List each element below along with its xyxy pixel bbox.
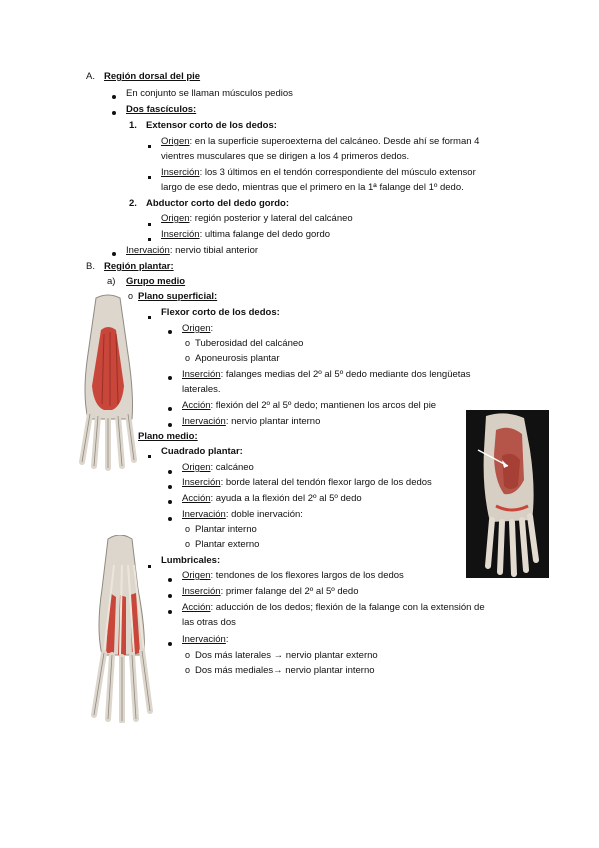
circle-bullet: o xyxy=(185,353,191,363)
bullet xyxy=(148,233,151,245)
lu-inervacion-item-1: Dos más laterales → nervio plantar exter… xyxy=(195,650,378,661)
cp-insercion: Inserción: borde lateral del tendón flex… xyxy=(182,477,432,488)
fc-accion: Acción: flexión del 2º al 5º dedo; manti… xyxy=(182,400,437,411)
plano-superficial-title: Plano superficial: xyxy=(138,291,218,302)
cp-inervacion-item-2: Plantar externo xyxy=(195,539,260,550)
bullet xyxy=(168,403,172,415)
circle-bullet: o xyxy=(185,539,191,549)
bullet xyxy=(112,248,116,260)
m1-insercion-line1: Inserción: los 3 últimos en el tendón co… xyxy=(161,167,476,178)
dorsal-intro: En conjunto se llaman músculos pedios xyxy=(126,88,293,99)
bullet xyxy=(168,496,172,508)
m1-origen-line1: Origen: en la superficie superoexterna d… xyxy=(161,136,480,147)
plano-medio-title: Plano medio: xyxy=(138,431,198,442)
section-b-title: Región plantar: xyxy=(104,261,174,272)
circle-bullet: o xyxy=(185,665,191,675)
bullet xyxy=(148,140,151,152)
m1-origen-line2: vientres musculares que se dirigen a los… xyxy=(161,151,410,162)
section-b-label: B. xyxy=(86,261,95,272)
grupo-medio: Grupo medio xyxy=(126,276,186,287)
muscle-1-number: 1. xyxy=(129,120,137,131)
circle-bullet: o xyxy=(185,524,191,534)
dorsal-fasciculos: Dos fascículos: xyxy=(126,104,197,115)
lu-inervacion: Inervación: xyxy=(182,634,229,645)
lumbricals-illustration xyxy=(84,535,160,723)
lu-accion-line2: las otras dos xyxy=(182,617,236,628)
bullet xyxy=(168,372,172,384)
section-a-title: Región dorsal del pie xyxy=(104,71,201,82)
bullet xyxy=(168,419,172,431)
dorsal-inervacion: Inervación: nervio tibial anterior xyxy=(126,245,259,256)
m1-insercion-line2: largo de ese dedo, mientras que el prime… xyxy=(161,182,464,193)
quadratus-plantae-photo xyxy=(466,410,549,578)
fc-inervacion: Inervación: nervio plantar interno xyxy=(182,416,321,427)
fc-origen: Origen: xyxy=(182,323,214,334)
bullet xyxy=(168,466,172,478)
cuadrado-plantar-name: Cuadrado plantar: xyxy=(161,446,243,457)
lu-origen: Origen: tendones de los flexores largos … xyxy=(182,570,404,581)
bullet xyxy=(168,326,172,338)
bullet xyxy=(168,574,172,586)
fc-insercion-line2: laterales. xyxy=(182,384,221,395)
cp-inervacion-item-1: Plantar interno xyxy=(195,524,257,535)
bullet xyxy=(148,450,151,462)
muscle-1-name: Extensor corto de los dedos: xyxy=(146,120,277,131)
bullet xyxy=(112,107,116,119)
section-a-label: A. xyxy=(86,71,95,82)
cp-accion: Acción: ayuda a la flexión del 2º al 5º … xyxy=(182,493,362,504)
circle-bullet: o xyxy=(185,338,191,348)
lu-inervacion-item-2: Dos más mediales→ nervio plantar interno xyxy=(195,665,375,676)
cp-inervacion: Inervación: doble inervación: xyxy=(182,509,303,520)
bullet xyxy=(148,560,151,572)
circle-bullet: o xyxy=(128,291,134,301)
bullet xyxy=(168,590,172,602)
cp-origen: Origen: calcáneo xyxy=(182,462,254,473)
lu-accion-line1: Acción: aducción de los dedos; flexión d… xyxy=(182,602,485,613)
bullet xyxy=(168,606,172,618)
muscle-2-name: Abductor corto del dedo gordo: xyxy=(146,198,290,209)
m2-insercion: Inserción: ultima falange del dedo gordo xyxy=(161,229,331,240)
bullet xyxy=(112,91,116,103)
flexor-digitorum-brevis-illustration xyxy=(68,294,148,472)
bullet xyxy=(168,638,172,650)
lu-insercion: Inserción: primer falange del 2º al 5º d… xyxy=(182,586,359,597)
fc-origen-item-1: Tuberosidad del calcáneo xyxy=(195,338,304,349)
flexor-corto-name: Flexor corto de los dedos: xyxy=(161,307,280,318)
grupo-letter: a) xyxy=(107,276,116,287)
bullet xyxy=(148,311,151,323)
bullet xyxy=(168,513,172,525)
fc-insercion-line1: Inserción: falanges medias del 2º al 5º … xyxy=(182,369,471,380)
bullet xyxy=(148,218,151,230)
bullet xyxy=(148,171,151,183)
fc-origen-item-2: Aponeurosis plantar xyxy=(195,353,280,364)
bullet xyxy=(168,481,172,493)
m2-origen: Origen: región posterior y lateral del c… xyxy=(161,213,353,224)
circle-bullet: o xyxy=(185,650,191,660)
lumbricales-name: Lumbricales: xyxy=(161,555,221,566)
muscle-2-number: 2. xyxy=(129,198,137,209)
